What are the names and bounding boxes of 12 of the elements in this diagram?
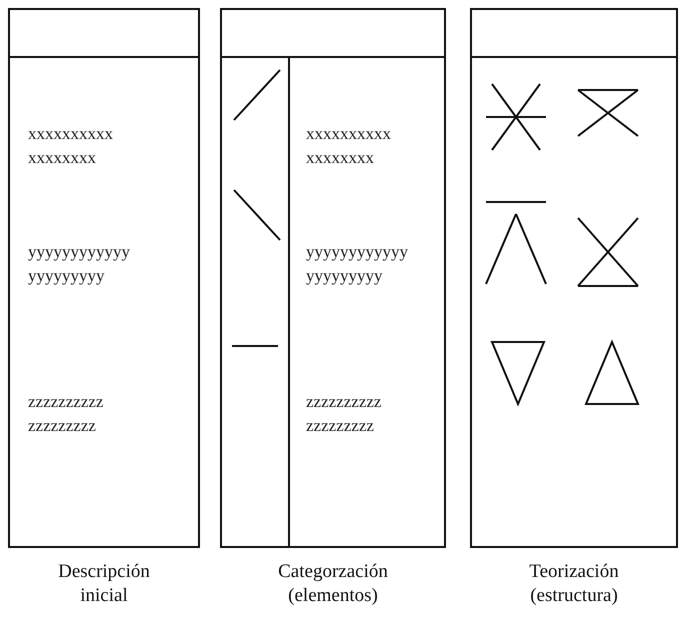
panel-caption: Descripción inicial <box>57 560 151 608</box>
panel-caption: Teorización (estructura) <box>528 560 620 608</box>
placeholder-text: yyyyyyyyyyyy yyyyyyyyy <box>28 241 131 287</box>
placeholder-text: xxxxxxxxxx xxxxxxxx <box>28 123 114 169</box>
placeholder-text: zzzzzzzzzz zzzzzzzzz <box>28 391 104 437</box>
column-panel <box>220 8 446 548</box>
column-panel <box>470 8 678 548</box>
panel-caption: Categorzación (elementos) <box>277 560 389 608</box>
placeholder-text: zzzzzzzzzz zzzzzzzzz <box>306 391 382 437</box>
column-panel <box>8 8 200 548</box>
placeholder-text: yyyyyyyyyyyy yyyyyyyyy <box>306 241 409 287</box>
placeholder-text: xxxxxxxxxx xxxxxxxx <box>306 123 392 169</box>
